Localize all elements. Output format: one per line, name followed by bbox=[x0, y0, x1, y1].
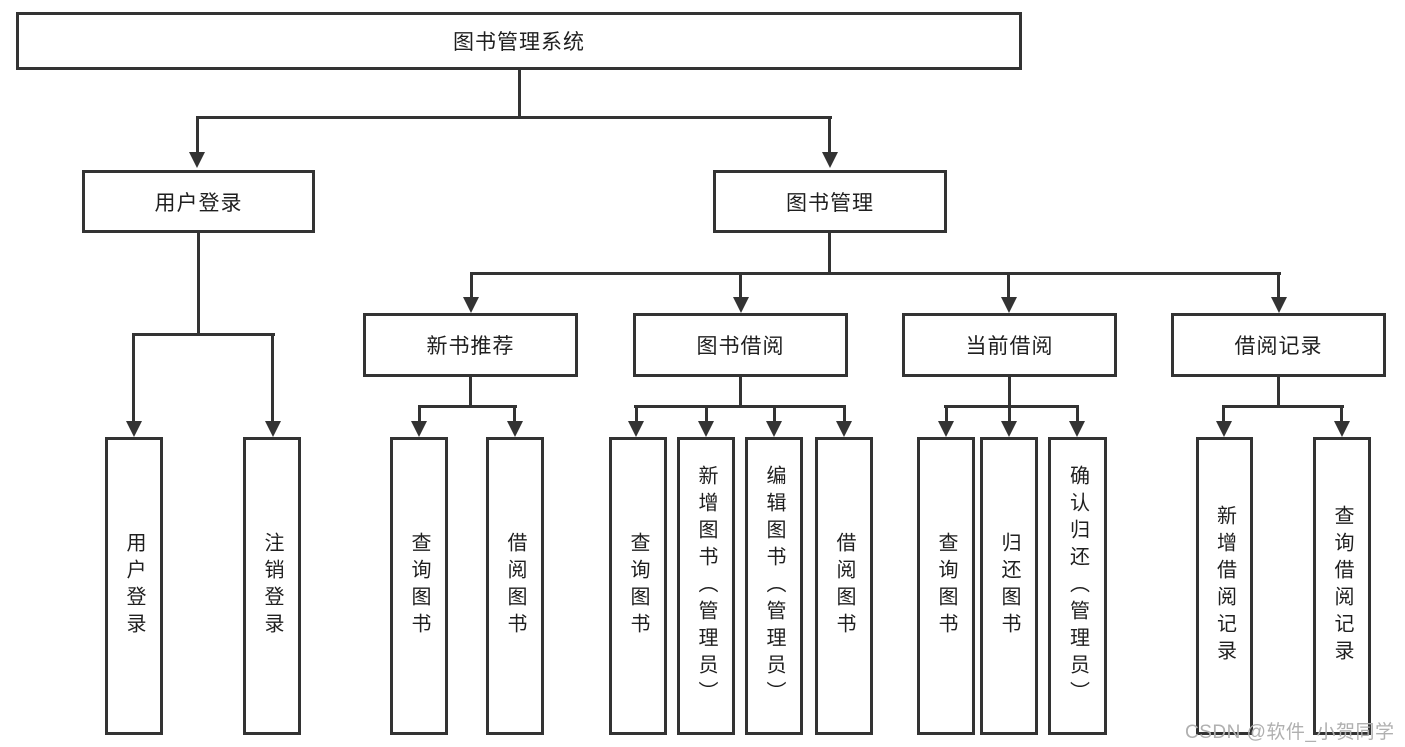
arrowhead-to-leaf-add-record bbox=[1216, 421, 1232, 437]
leaf-return-books: 归还图书 bbox=[980, 437, 1038, 735]
connector-newbook-drop-2 bbox=[513, 405, 516, 423]
arrowhead-to-leaf-add-book bbox=[698, 421, 714, 437]
connector-records-drop-1 bbox=[1222, 405, 1225, 423]
leaf-query-books-borrowing: 查询图书 bbox=[609, 437, 667, 735]
node-user-login: 用户登录 bbox=[82, 170, 315, 233]
arrowhead-to-leaf-query-2 bbox=[628, 421, 644, 437]
connector-borrowing-drop-4 bbox=[843, 405, 846, 423]
arrowhead-to-leaf-query-1 bbox=[411, 421, 427, 437]
arrowhead-to-leaf-query-3 bbox=[938, 421, 954, 437]
connector-current-rail bbox=[944, 405, 1079, 408]
csdn-watermark: CSDN @软件_小贺同学 bbox=[1185, 722, 1395, 743]
leaf-logout: 注销登录 bbox=[243, 437, 301, 735]
connector-bookmgmt-drop-2 bbox=[739, 272, 742, 299]
connector-bookmgmt-stem bbox=[828, 233, 831, 275]
arrowhead-to-leaf-borrow-2 bbox=[836, 421, 852, 437]
connector-borrowing-drop-1 bbox=[635, 405, 638, 423]
arrowhead-to-new-books bbox=[463, 297, 479, 313]
node-root: 图书管理系统 bbox=[16, 12, 1022, 70]
connector-current-drop-1 bbox=[945, 405, 948, 423]
connector-bookmgmt-drop-1 bbox=[470, 272, 473, 299]
connector-newbook-stem bbox=[469, 377, 472, 408]
connector-bookmgmt-drop-4 bbox=[1277, 272, 1280, 299]
connector-userlogin-stem bbox=[197, 233, 200, 335]
node-current-borrowing: 当前借阅 bbox=[902, 313, 1117, 377]
leaf-confirm-return-admin: 确认归还（管理员） bbox=[1048, 437, 1107, 735]
leaf-query-borrow-record: 查询借阅记录 bbox=[1313, 437, 1371, 735]
arrowhead-to-book-mgmt bbox=[822, 152, 838, 168]
connector-userlogin-drop-2 bbox=[271, 333, 274, 423]
connector-bookmgmt-rail bbox=[470, 272, 1281, 275]
connector-root-drop-left bbox=[196, 116, 199, 154]
leaf-add-books-admin: 新增图书（管理员） bbox=[677, 437, 735, 735]
leaf-add-borrow-record: 新增借阅记录 bbox=[1196, 437, 1253, 735]
connector-root-stem bbox=[518, 70, 521, 119]
connector-userlogin-rail bbox=[132, 333, 275, 336]
connector-records-rail bbox=[1222, 405, 1344, 408]
connector-current-stem bbox=[1008, 377, 1011, 408]
node-new-book-recommend: 新书推荐 bbox=[363, 313, 578, 377]
connector-root-drop-right bbox=[828, 116, 831, 154]
node-borrowing-records: 借阅记录 bbox=[1171, 313, 1386, 377]
connector-records-drop-2 bbox=[1340, 405, 1343, 423]
connector-borrowing-rail bbox=[634, 405, 846, 408]
node-book-borrowing: 图书借阅 bbox=[633, 313, 848, 377]
arrowhead-to-borrow-records bbox=[1271, 297, 1287, 313]
node-book-management: 图书管理 bbox=[713, 170, 947, 233]
connector-borrowing-stem bbox=[739, 377, 742, 408]
connector-userlogin-drop-1 bbox=[132, 333, 135, 423]
connector-current-drop-2 bbox=[1008, 405, 1011, 423]
leaf-query-books-recommend: 查询图书 bbox=[390, 437, 448, 735]
leaf-borrow-books-borrowing: 借阅图书 bbox=[815, 437, 873, 735]
connector-borrowing-drop-3 bbox=[773, 405, 776, 423]
connector-newbook-rail bbox=[418, 405, 517, 408]
leaf-user-login: 用户登录 bbox=[105, 437, 163, 735]
arrowhead-to-book-borrow bbox=[733, 297, 749, 313]
connector-borrowing-drop-2 bbox=[705, 405, 708, 423]
arrowhead-to-user-login bbox=[189, 152, 205, 168]
arrowhead-to-leaf-return bbox=[1001, 421, 1017, 437]
arrowhead-to-leaf-logout bbox=[265, 421, 281, 437]
leaf-query-books-current: 查询图书 bbox=[917, 437, 975, 735]
connector-newbook-drop-1 bbox=[418, 405, 421, 423]
connector-records-stem bbox=[1277, 377, 1280, 408]
arrowhead-to-leaf-query-record bbox=[1334, 421, 1350, 437]
connector-root-rail bbox=[196, 116, 832, 119]
leaf-borrow-books-recommend: 借阅图书 bbox=[486, 437, 544, 735]
arrowhead-to-leaf-confirm-return bbox=[1069, 421, 1085, 437]
connector-current-drop-3 bbox=[1076, 405, 1079, 423]
arrowhead-to-current-borrow bbox=[1001, 297, 1017, 313]
arrowhead-to-leaf-login bbox=[126, 421, 142, 437]
leaf-edit-books-admin: 编辑图书（管理员） bbox=[745, 437, 803, 735]
arrowhead-to-leaf-borrow-1 bbox=[507, 421, 523, 437]
arrowhead-to-leaf-edit-book bbox=[766, 421, 782, 437]
connector-bookmgmt-drop-3 bbox=[1007, 272, 1010, 299]
